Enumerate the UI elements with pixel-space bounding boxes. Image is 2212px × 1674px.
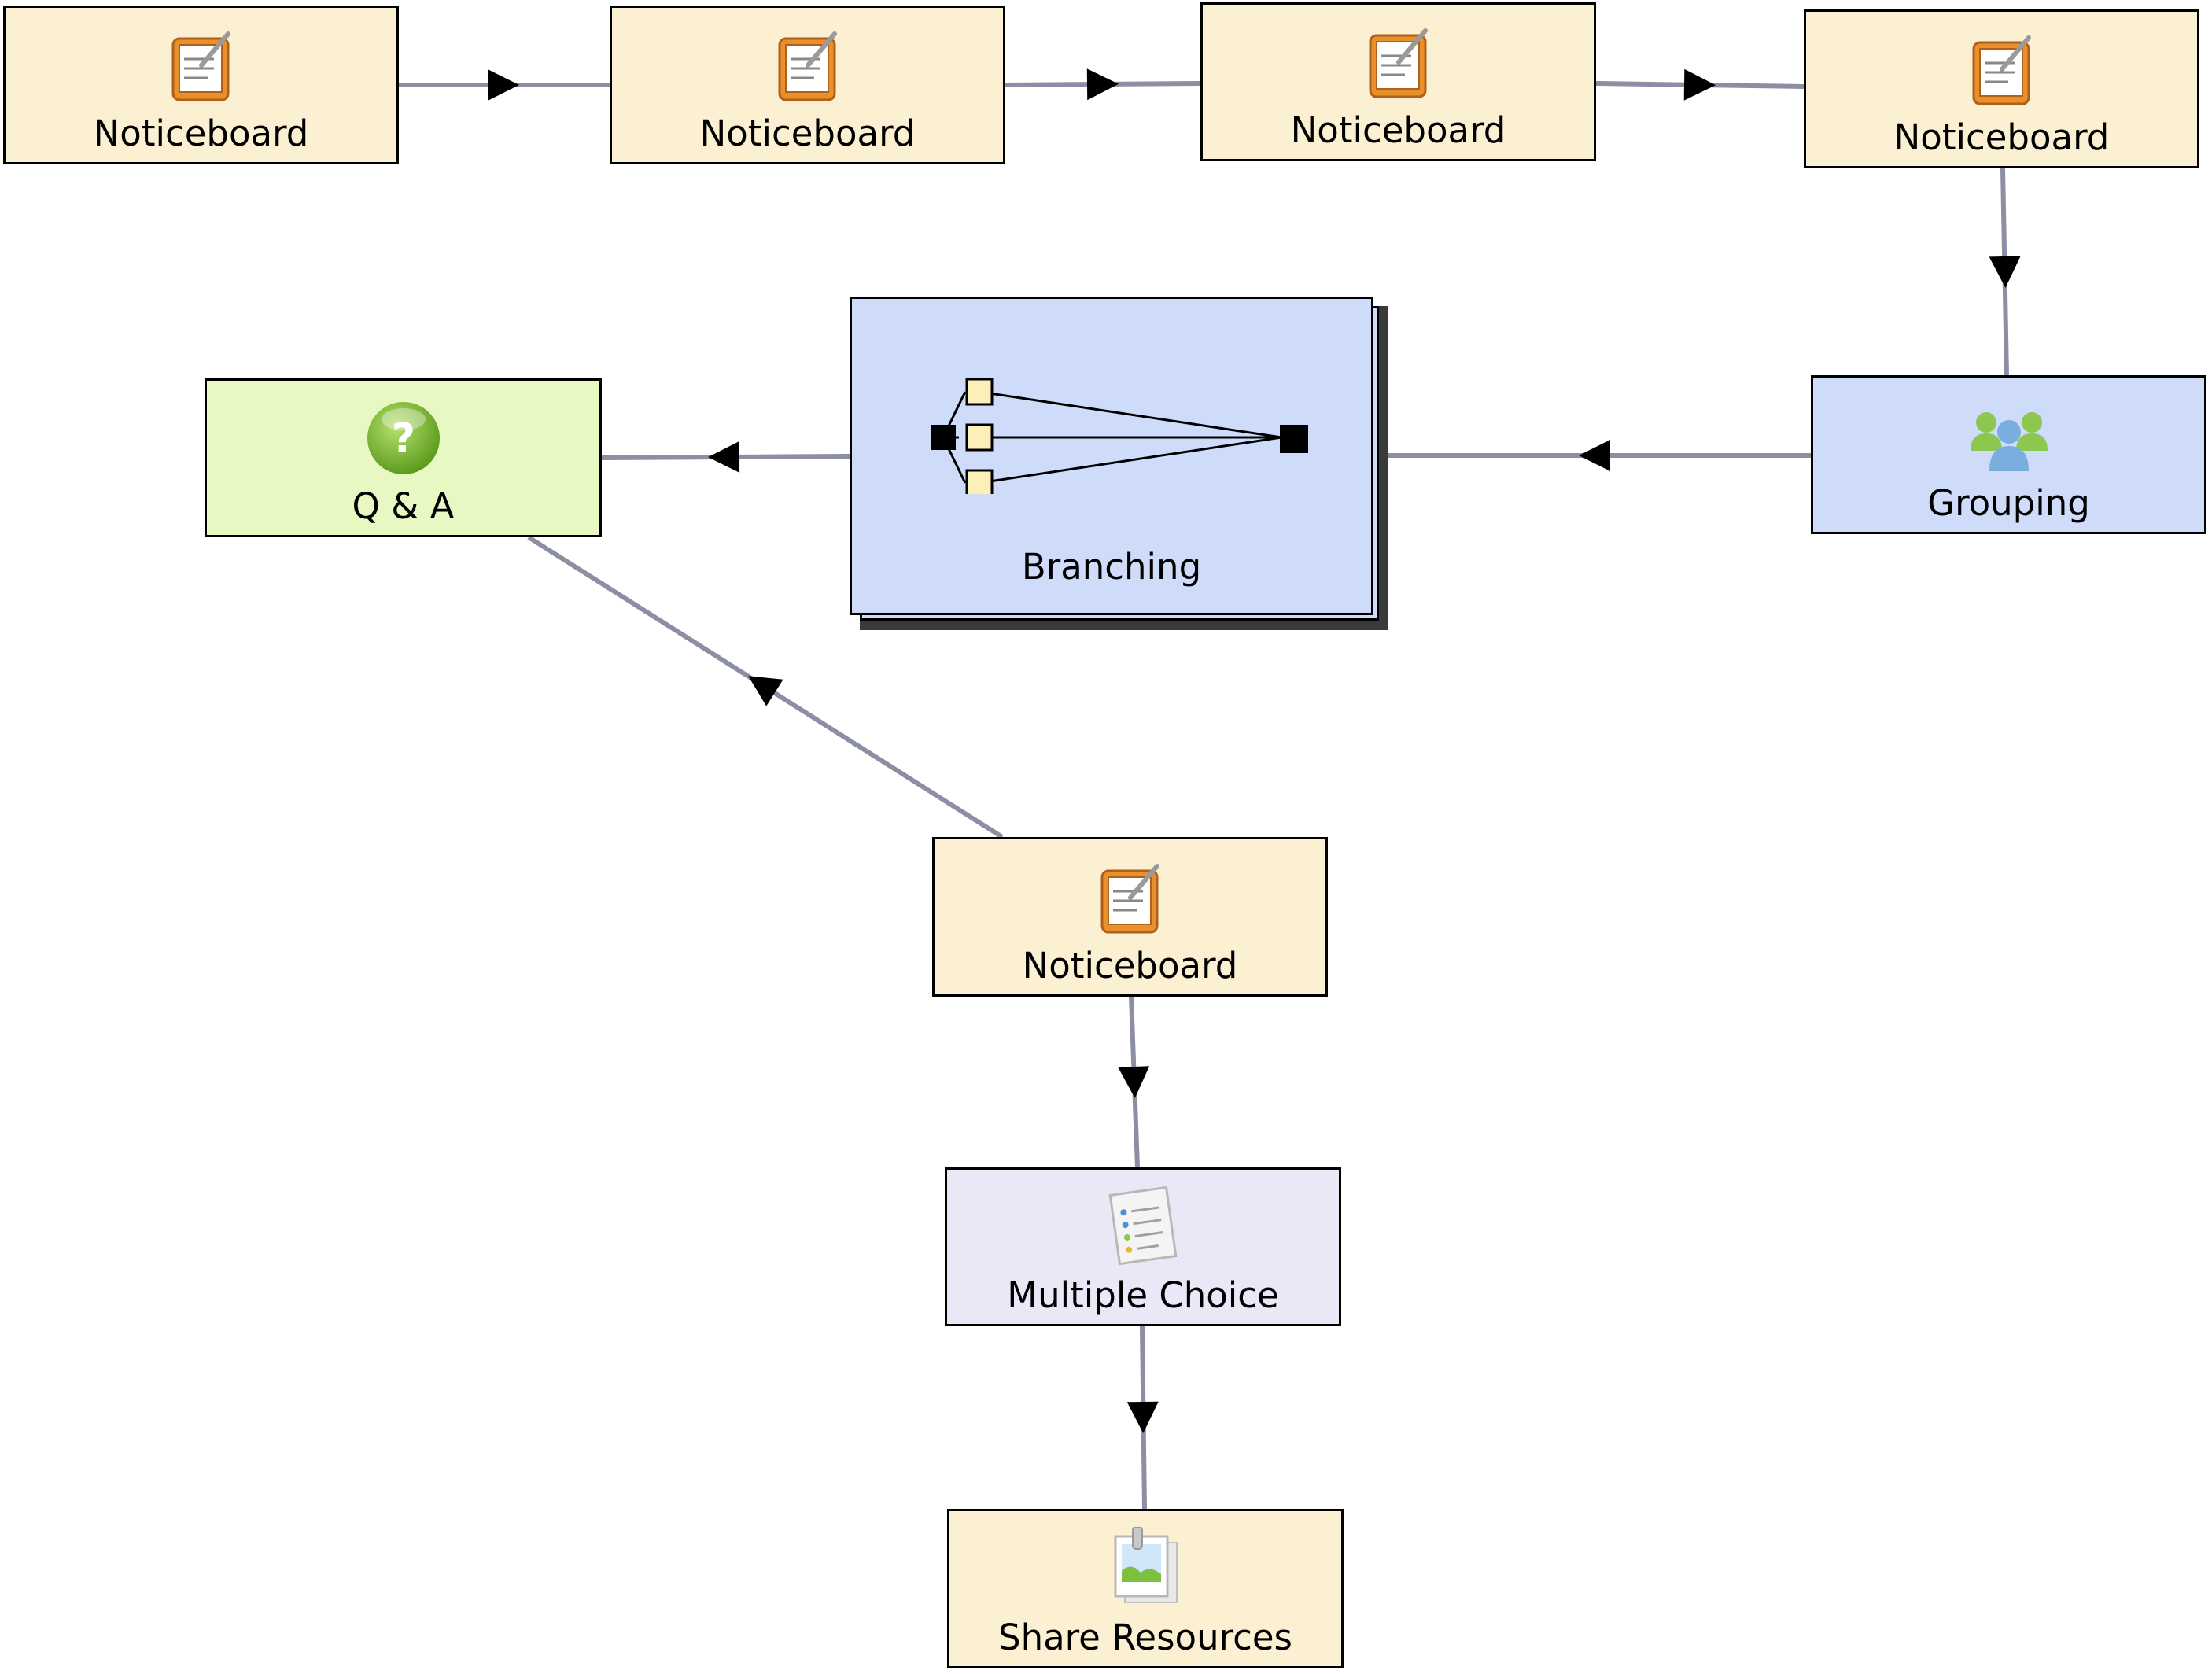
noticeboard-icon bbox=[171, 31, 230, 101]
noticeboard-activity-4[interactable]: Noticeboard bbox=[1804, 9, 2199, 168]
noticeboard-label: Noticeboard bbox=[699, 112, 916, 154]
noticeboard-label: Noticeboard bbox=[93, 112, 309, 154]
multiple-choice-label: Multiple Choice bbox=[1007, 1274, 1279, 1316]
noticeboard-activity-1[interactable]: Noticeboard bbox=[3, 6, 399, 164]
noticeboard-icon bbox=[1369, 28, 1428, 98]
noticeboard-icon bbox=[1100, 864, 1159, 934]
multiple-choice-icon bbox=[1108, 1185, 1178, 1266]
arrowhead-icon bbox=[1126, 1401, 1159, 1433]
share-resources-icon bbox=[1114, 1527, 1178, 1603]
question-icon: ? bbox=[367, 402, 440, 474]
qa-label: Q & A bbox=[352, 485, 455, 527]
arrowhead-icon bbox=[1989, 256, 2021, 288]
noticeboard-activity-3[interactable]: Noticeboard bbox=[1200, 2, 1596, 161]
qa-activity[interactable]: ? Q & A bbox=[205, 378, 602, 537]
arrowhead-icon bbox=[1086, 68, 1119, 101]
svg-text:?: ? bbox=[391, 415, 415, 463]
noticeboard-activity-2[interactable]: Noticeboard bbox=[610, 6, 1005, 164]
arrowhead-icon bbox=[1683, 68, 1716, 101]
noticeboard-label: Noticeboard bbox=[1893, 116, 2110, 158]
noticeboard-activity-5[interactable]: Noticeboard bbox=[932, 837, 1328, 997]
arrowhead-icon bbox=[1118, 1066, 1150, 1098]
arrowhead-icon bbox=[708, 441, 740, 473]
grouping-label: Grouping bbox=[1927, 482, 2090, 524]
grouping-icon bbox=[1970, 412, 2048, 471]
noticeboard-label: Noticeboard bbox=[1290, 109, 1506, 151]
branching-label: Branching bbox=[1021, 546, 1202, 588]
noticeboard-icon bbox=[1972, 35, 2031, 105]
branching-icon bbox=[931, 378, 1308, 494]
noticeboard-icon bbox=[778, 31, 837, 101]
connector-arrows bbox=[488, 68, 2021, 1433]
arrowhead-icon bbox=[748, 676, 783, 706]
branching-activity[interactable]: Branching bbox=[850, 297, 1373, 615]
share-resources-activity[interactable]: Share Resources bbox=[947, 1509, 1344, 1668]
arrowhead-icon bbox=[1579, 440, 1610, 471]
arrowhead-icon bbox=[488, 69, 519, 101]
multiple-choice-activity[interactable]: Multiple Choice bbox=[945, 1167, 1341, 1326]
noticeboard-label: Noticeboard bbox=[1022, 945, 1238, 986]
share-resources-label: Share Resources bbox=[998, 1617, 1292, 1658]
grouping-activity[interactable]: Grouping bbox=[1811, 375, 2206, 534]
